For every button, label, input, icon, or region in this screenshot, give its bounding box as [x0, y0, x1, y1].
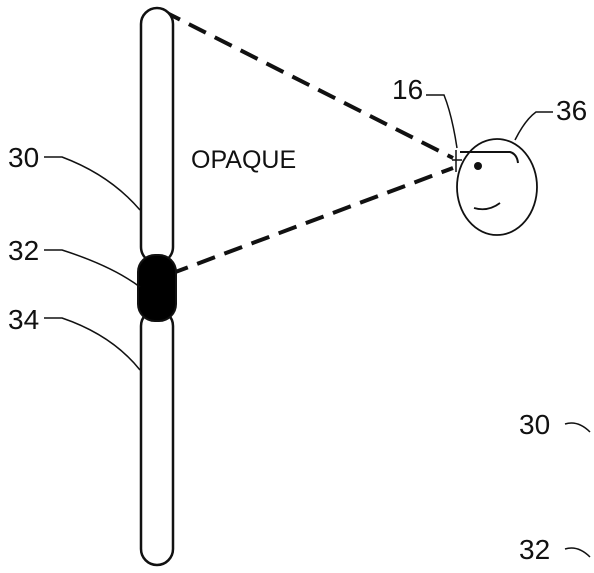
- opaque-label: OPAQUE: [191, 146, 296, 174]
- mouth: [473, 202, 501, 211]
- leader-16: [426, 94, 458, 149]
- lower-rod-segment: [139, 308, 175, 567]
- label-30: 30: [8, 142, 39, 173]
- leader-36: [514, 111, 553, 141]
- label-34: 34: [8, 304, 39, 335]
- eye-point-marker: [452, 150, 462, 172]
- eye-icon: [474, 162, 482, 170]
- partial-label-32: 32: [519, 534, 550, 565]
- upper-rod-segment: [139, 6, 175, 265]
- partial-leader-30: [564, 422, 591, 433]
- leader-32: [44, 249, 141, 288]
- viewer-head: [456, 138, 538, 236]
- lower-sight-line: [169, 166, 454, 276]
- opaque-middle-segment: [137, 254, 177, 322]
- leader-34: [44, 317, 141, 371]
- label-32: 32: [8, 235, 39, 266]
- partial-label-30: 30: [519, 409, 550, 440]
- leader-30: [44, 156, 141, 211]
- eyebrow: [460, 151, 519, 164]
- label-16: 16: [392, 74, 423, 105]
- partial-leader-32: [564, 547, 591, 558]
- upper-sight-line: [162, 9, 454, 160]
- label-36: 36: [556, 95, 587, 126]
